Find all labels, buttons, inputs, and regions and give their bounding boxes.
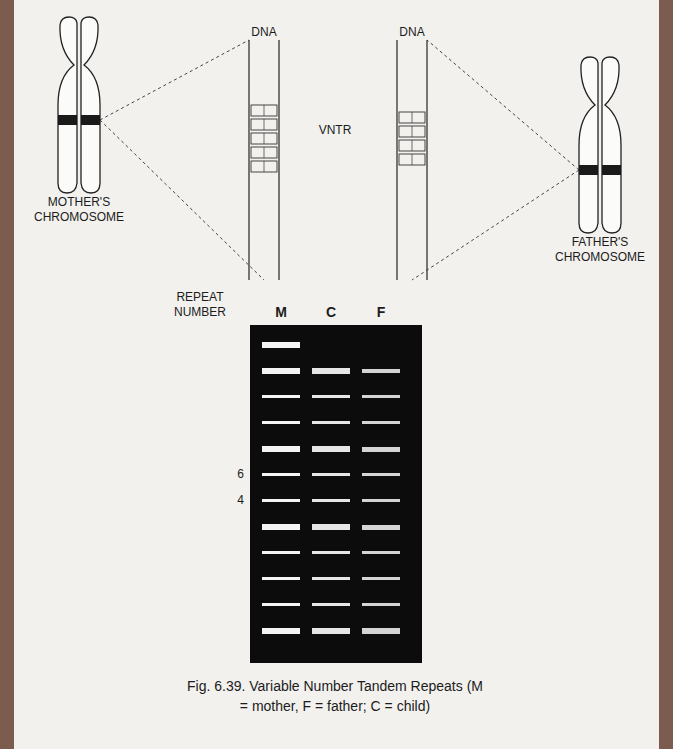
leader-line bbox=[100, 40, 249, 120]
lane-label: F bbox=[366, 304, 396, 322]
strand-label: DNA bbox=[237, 25, 291, 40]
dna-strand bbox=[278, 40, 279, 280]
gel bbox=[250, 325, 422, 663]
frame-strip bbox=[0, 0, 14, 749]
gel-band bbox=[362, 395, 400, 398]
gel-band bbox=[262, 551, 300, 554]
gel-band bbox=[312, 499, 350, 502]
repeat-number: 6 bbox=[226, 467, 244, 482]
gel-band bbox=[362, 577, 400, 580]
chromatid bbox=[58, 17, 77, 193]
gel-band bbox=[362, 525, 400, 530]
gel-band bbox=[312, 473, 350, 476]
tandem-repeat bbox=[251, 161, 277, 172]
strand-label: DNA bbox=[385, 25, 439, 40]
vntr-band bbox=[602, 165, 621, 175]
gel-band bbox=[312, 446, 350, 452]
tandem-repeat-divider bbox=[412, 112, 413, 123]
gel-band bbox=[262, 342, 300, 348]
gel-band bbox=[362, 499, 400, 502]
tandem-repeat-divider bbox=[264, 147, 265, 158]
tandem-repeat bbox=[399, 112, 425, 123]
gel-band bbox=[362, 369, 400, 373]
dna-strand bbox=[248, 40, 249, 280]
dna-segment: DNA bbox=[385, 25, 439, 280]
tandem-repeat bbox=[399, 126, 425, 137]
vntr-band bbox=[81, 115, 100, 125]
gel-band bbox=[312, 551, 350, 554]
dna-segment: DNA bbox=[237, 25, 291, 280]
chromosome: MOTHER'S CHROMOSOME bbox=[22, 15, 136, 225]
gel-band bbox=[312, 421, 350, 424]
gel-band bbox=[262, 628, 300, 634]
tandem-repeat-divider bbox=[264, 105, 265, 116]
tandem-repeat bbox=[399, 154, 425, 165]
gel-band bbox=[262, 446, 300, 452]
gel-band bbox=[262, 473, 300, 476]
gel-band bbox=[362, 473, 400, 476]
gel-band bbox=[362, 447, 400, 452]
lane-label: C bbox=[316, 304, 346, 322]
repeat-number: 4 bbox=[226, 493, 244, 508]
gel-band bbox=[262, 603, 300, 606]
gel-band bbox=[262, 499, 300, 502]
tandem-repeat-divider bbox=[412, 140, 413, 151]
vntr-band bbox=[58, 115, 77, 125]
dna-strand bbox=[396, 40, 397, 280]
gel-band bbox=[362, 551, 400, 554]
chromosome-label: MOTHER'S CHROMOSOME bbox=[22, 195, 136, 225]
tandem-repeat-divider bbox=[412, 154, 413, 165]
dna-strands bbox=[239, 40, 289, 280]
gel-band bbox=[362, 628, 400, 634]
leader-line bbox=[412, 170, 579, 280]
chromosome-figure bbox=[54, 15, 104, 195]
gel-band bbox=[312, 577, 350, 580]
axis-label: REPEAT NUMBER bbox=[160, 290, 240, 320]
gel-band bbox=[312, 524, 350, 530]
chromosome-label: FATHER'S CHROMOSOME bbox=[543, 235, 657, 265]
vntr-band bbox=[579, 165, 598, 175]
gel-band bbox=[362, 603, 400, 606]
frame-strip bbox=[659, 0, 673, 749]
gel-band bbox=[262, 577, 300, 580]
tandem-repeat bbox=[251, 147, 277, 158]
dna-strands bbox=[387, 40, 437, 280]
tandem-repeat-divider bbox=[412, 126, 413, 137]
tandem-repeat bbox=[399, 140, 425, 151]
leader-line bbox=[100, 120, 264, 280]
chromatid bbox=[602, 57, 621, 233]
gel-band bbox=[362, 421, 400, 424]
tandem-repeat bbox=[251, 119, 277, 130]
gel-band bbox=[262, 395, 300, 398]
gel-band bbox=[262, 421, 300, 424]
gel-band bbox=[262, 368, 300, 374]
tandem-repeat-divider bbox=[264, 161, 265, 172]
chromatid bbox=[579, 57, 598, 233]
tandem-repeat bbox=[251, 105, 277, 116]
gel-band bbox=[312, 395, 350, 398]
tandem-repeat bbox=[251, 133, 277, 144]
lane-label: M bbox=[266, 304, 296, 322]
region-label: VNTR bbox=[300, 123, 370, 138]
gel-band bbox=[312, 368, 350, 374]
tandem-repeat-divider bbox=[264, 119, 265, 130]
gel-band bbox=[312, 603, 350, 606]
gel-band bbox=[262, 524, 300, 530]
tandem-repeat-divider bbox=[264, 133, 265, 144]
gel-band bbox=[312, 628, 350, 634]
dna-strand bbox=[426, 40, 427, 280]
figure-caption: Fig. 6.39. Variable Number Tandem Repeat… bbox=[185, 676, 485, 717]
chromosome: FATHER'S CHROMOSOME bbox=[543, 55, 657, 265]
chromatid bbox=[81, 17, 100, 193]
leader-line bbox=[427, 40, 579, 170]
chromosome-figure bbox=[575, 55, 625, 235]
